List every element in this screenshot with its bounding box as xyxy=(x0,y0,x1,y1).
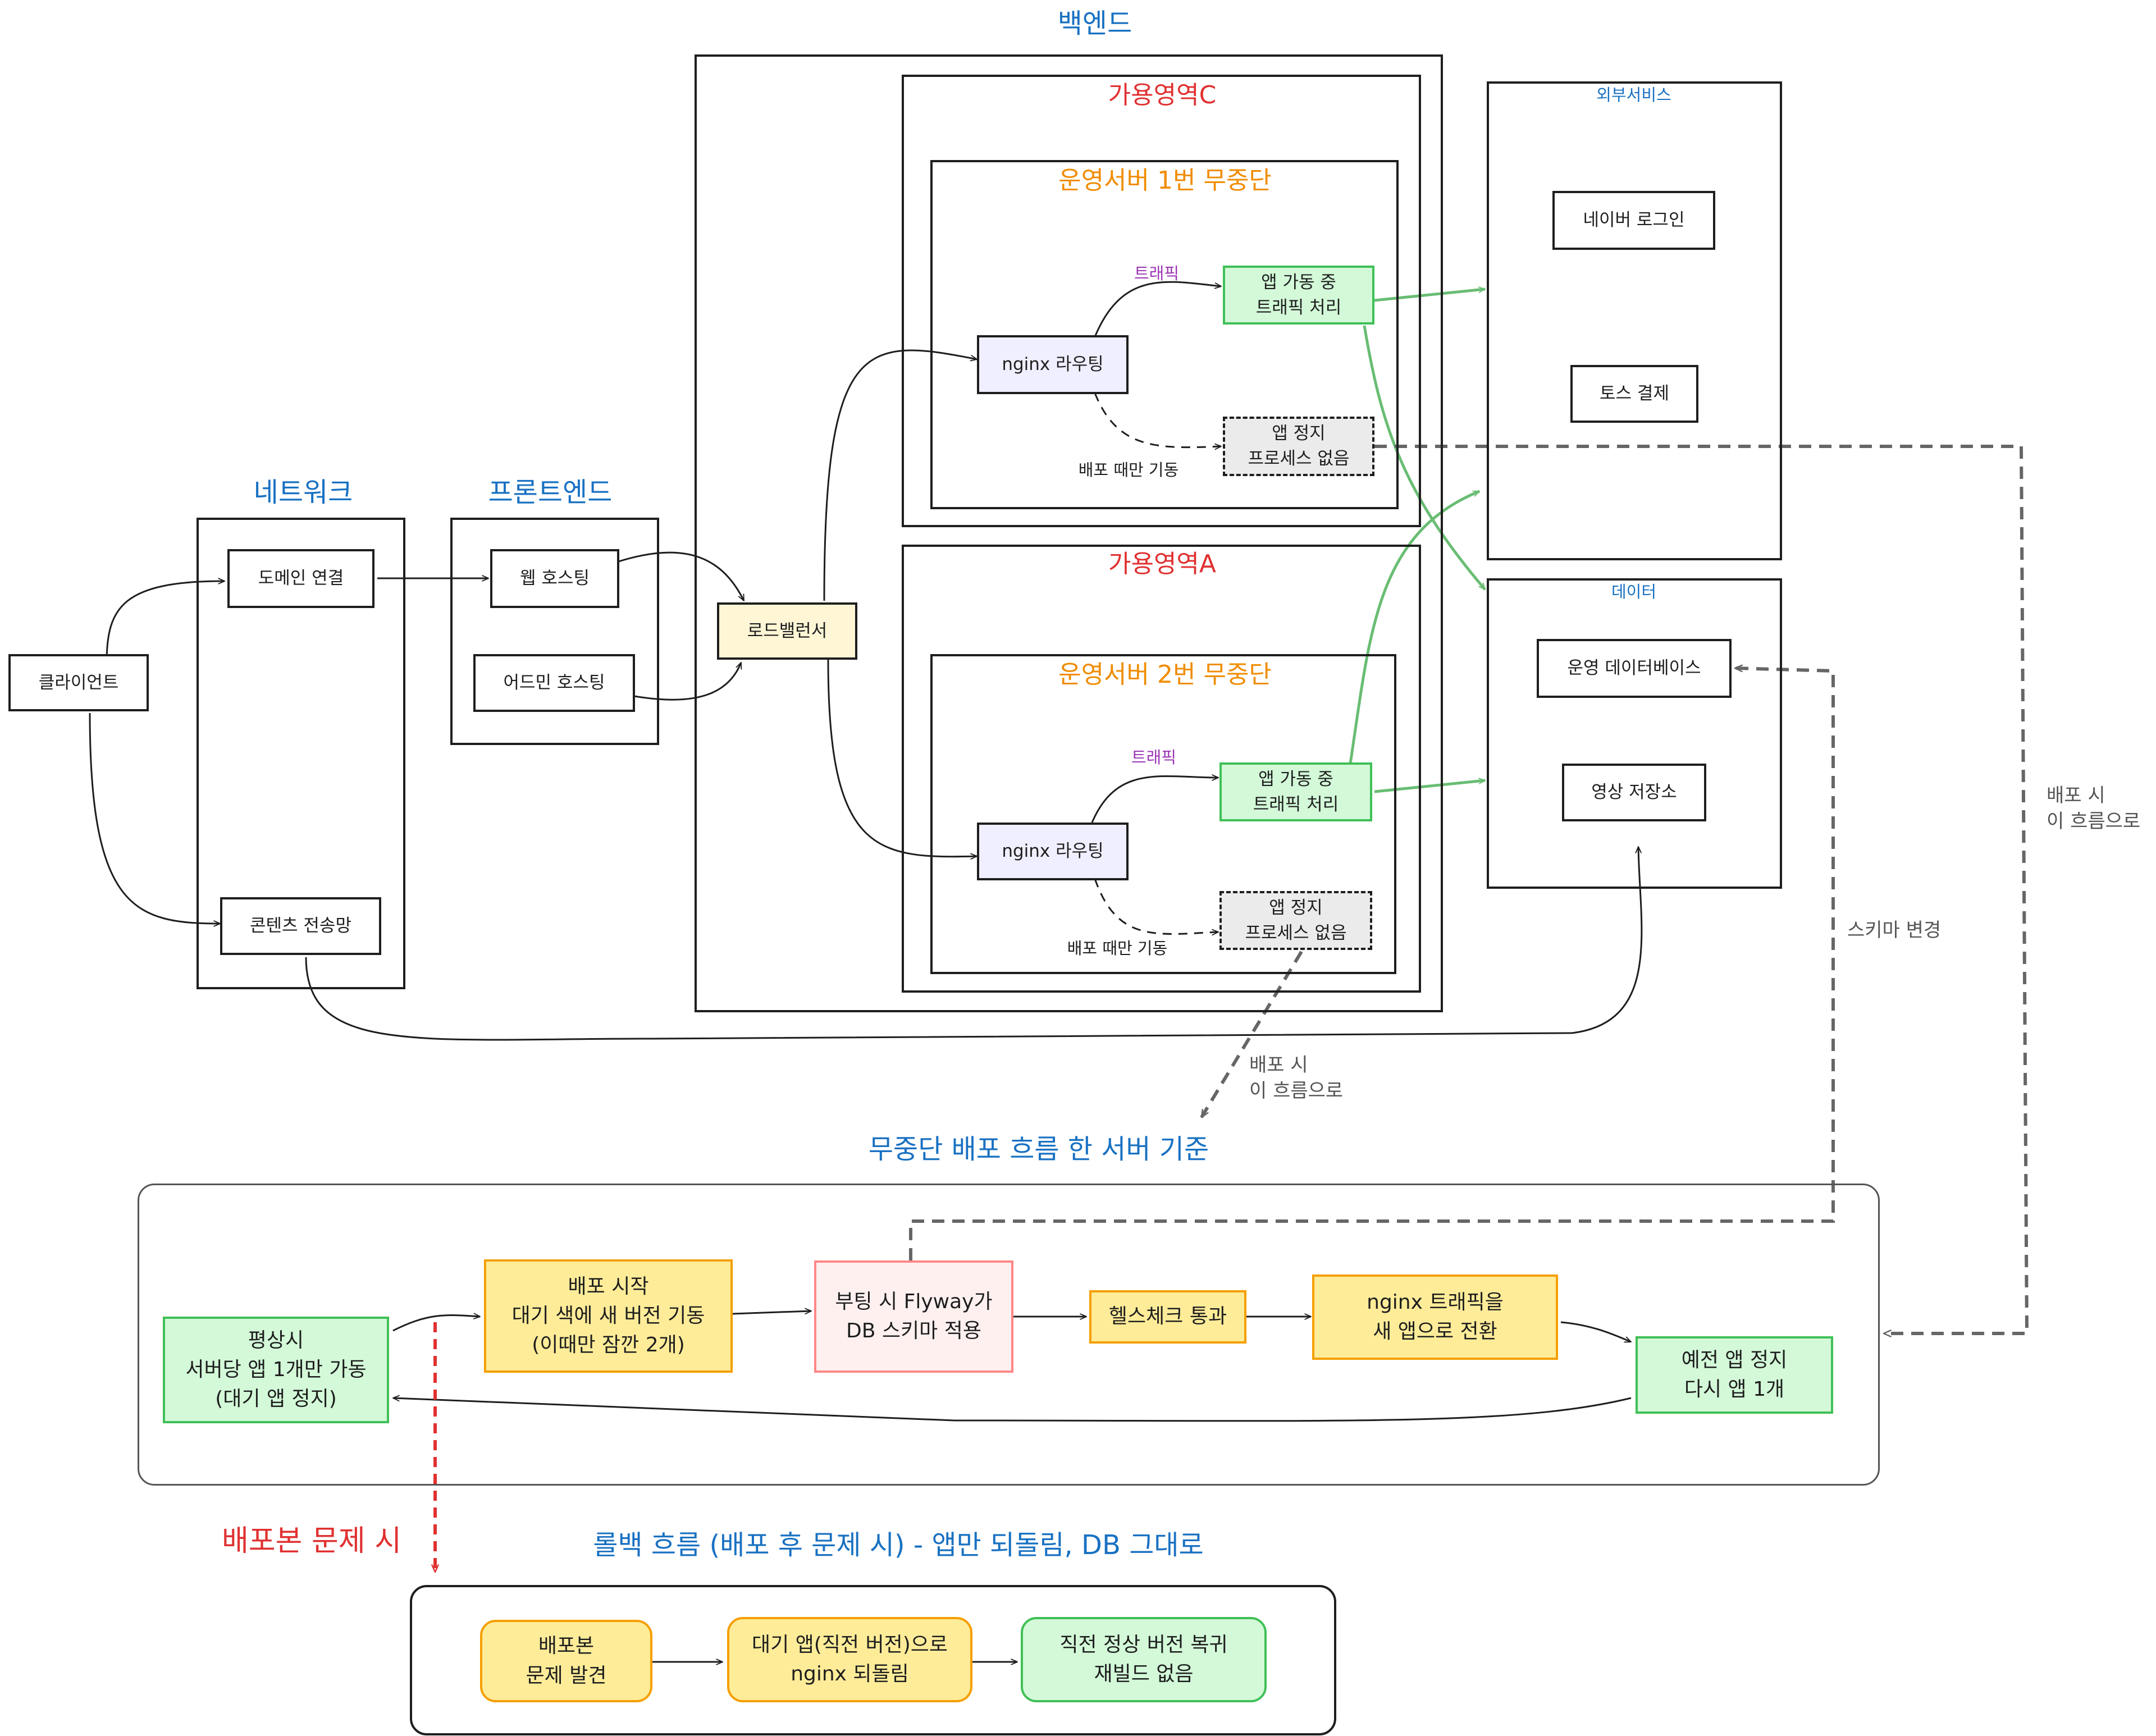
naver-login-box[interactable]: 네이버 로그인 xyxy=(1552,191,1715,250)
backend-title: 백엔드 xyxy=(1057,8,1132,39)
nginx2-box[interactable]: nginx 라우팅 xyxy=(977,823,1129,880)
flow-flyway-box[interactable]: 부팅 시 Flyway가 DB 스키마 적용 xyxy=(814,1260,1013,1373)
arrow-nginx1-app1 xyxy=(1094,281,1222,337)
server2-frame xyxy=(930,654,1396,974)
client-box[interactable]: 클라이언트 xyxy=(8,654,149,711)
traffic1-label: 트래픽 xyxy=(1134,264,1180,283)
arrow-lb-nginx2 xyxy=(827,659,977,860)
network-frame xyxy=(197,518,405,989)
rollback-title: 롤백 흐름 (배포 후 문제 시) - 앱만 되돌림, DB 그대로 xyxy=(593,1529,1204,1561)
server1-title: 운영서버 1번 무중단 xyxy=(1058,166,1272,195)
flow-start-box[interactable]: 배포 시작 대기 색에 새 버전 기동 (이때만 잠깐 2개) xyxy=(484,1259,733,1373)
arrow-lb-nginx1 xyxy=(823,349,977,601)
toss-payment-box[interactable]: 토스 결제 xyxy=(1570,365,1698,423)
app-stopped1-box[interactable]: 앱 정지 프로세스 없음 xyxy=(1223,417,1374,476)
traffic2-label: 트래픽 xyxy=(1131,748,1177,767)
arrow-switch-old xyxy=(1560,1321,1632,1343)
zone-c-title: 가용영역C xyxy=(1108,81,1217,109)
arrow-app2-data xyxy=(1374,778,1486,793)
arrow-web-lb xyxy=(618,551,745,601)
cdn-box[interactable]: 콘텐츠 전송망 xyxy=(220,897,381,955)
external-title: 외부서비스 xyxy=(1596,85,1671,104)
schema-change-note: 스키마 변경 xyxy=(1847,919,1942,942)
zone-a-title: 가용영역A xyxy=(1108,550,1217,578)
data-title: 데이터 xyxy=(1611,582,1657,601)
zero-downtime-title: 무중단 배포 흐름 한 서버 기준 xyxy=(868,1134,1209,1165)
app-running2-box[interactable]: 앱 가동 중 트래픽 처리 xyxy=(1219,762,1372,821)
app-running1-box[interactable]: 앱 가동 중 트래픽 처리 xyxy=(1223,266,1374,325)
frontend-title: 프론트엔드 xyxy=(488,477,613,508)
rollback-found-box[interactable]: 배포본 문제 발견 xyxy=(480,1620,652,1702)
prod-db-box[interactable]: 운영 데이터베이스 xyxy=(1537,639,1732,698)
arrow-stopped1-flow xyxy=(1374,445,2029,1337)
arrow-cdn-storage xyxy=(305,846,1643,1041)
nginx1-box[interactable]: nginx 라우팅 xyxy=(977,335,1129,394)
arrow-nginx2-stopped2 xyxy=(1094,878,1219,936)
arrow-client-cdn xyxy=(89,712,221,927)
arrow-app1-data xyxy=(1363,325,1486,591)
arrow-app1-external xyxy=(1374,286,1486,302)
arrow-old-normal xyxy=(392,1395,1632,1422)
arrow-normal-start xyxy=(392,1313,481,1332)
flow-old-stop-box[interactable]: 예전 앱 정지 다시 앱 1개 xyxy=(1636,1336,1833,1414)
admin-hosting-box[interactable]: 어드민 호스팅 xyxy=(473,654,635,712)
zero-downtime-frame xyxy=(138,1184,1880,1486)
deploy-only2-label: 배포 때만 기동 xyxy=(1067,939,1168,958)
arrow-nginx2-app2 xyxy=(1091,774,1219,823)
arrow-start-flyway xyxy=(732,1308,812,1315)
deploy-issue-label: 배포본 문제 시 xyxy=(221,1524,402,1558)
server2-title: 운영서버 2번 무중단 xyxy=(1058,660,1272,689)
deploy-flow-right-note: 배포 시 이 흐름으로 xyxy=(2047,784,2141,833)
flow-normal-box[interactable]: 평상시 서버당 앱 1개만 가동 (대기 앱 정지) xyxy=(163,1317,389,1423)
rollback-restore-box[interactable]: 직전 정상 버전 복귀 재빌드 없음 xyxy=(1021,1617,1267,1702)
zone-a-frame xyxy=(902,545,1421,993)
app-stopped2-box[interactable]: 앱 정지 프로세스 없음 xyxy=(1219,891,1372,950)
arrow-nginx1-stopped1 xyxy=(1094,392,1222,450)
zone-c-frame xyxy=(902,75,1421,527)
rollback-revert-box[interactable]: 대기 앱(직전 버전)으로 nginx 되돌림 xyxy=(727,1617,972,1702)
external-frame xyxy=(1487,81,1782,560)
video-storage-box[interactable]: 영상 저장소 xyxy=(1562,764,1706,821)
frontend-frame xyxy=(450,518,659,745)
deploy-only1-label: 배포 때만 기동 xyxy=(1078,460,1179,479)
arrow-client-domain xyxy=(106,578,225,663)
deploy-flow-mid-note: 배포 시 이 흐름으로 xyxy=(1249,1054,1344,1102)
web-hosting-box[interactable]: 웹 호스팅 xyxy=(490,549,619,608)
rollback-frame xyxy=(410,1585,1336,1735)
flow-switch-box[interactable]: nginx 트래픽을 새 앱으로 전환 xyxy=(1312,1274,1558,1360)
server1-frame xyxy=(930,160,1399,509)
arrow-flyway-db xyxy=(909,664,1835,1260)
load-balancer-box[interactable]: 로드밸런서 xyxy=(717,602,857,660)
arrow-stopped2-flow xyxy=(1200,951,1303,1118)
backend-frame xyxy=(695,54,1443,1012)
network-title: 네트워크 xyxy=(253,477,353,508)
flow-health-box[interactable]: 헬스체크 통과 xyxy=(1089,1290,1246,1344)
data-frame xyxy=(1487,578,1782,889)
domain-box[interactable]: 도메인 연결 xyxy=(227,549,374,608)
